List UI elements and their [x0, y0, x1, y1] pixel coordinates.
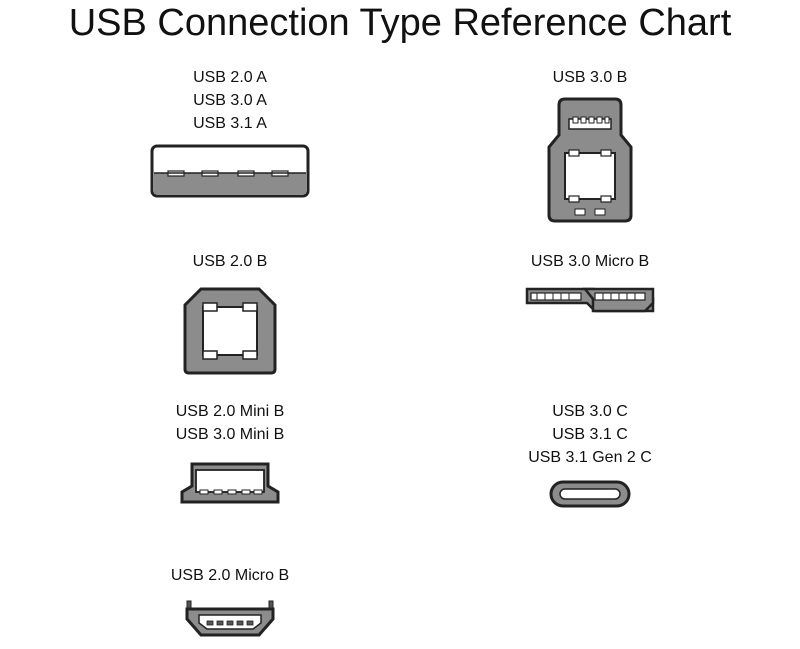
connector-label: USB 2.0 A: [193, 69, 267, 86]
usb20-micro-b-cell: USB 2.0 Micro B: [130, 564, 330, 639]
connector-label: USB 3.1 Gen 2 C: [528, 449, 652, 466]
connector-label: USB 2.0 B: [192, 253, 268, 270]
chart-title: USB Connection Type Reference Chart: [68, 2, 732, 44]
connector-label: USB 3.1 C: [552, 426, 628, 443]
usb20-micro-b-labels: USB 2.0 Micro B: [130, 564, 330, 587]
mini-b-connector-icon: [180, 462, 280, 504]
usb-a-labels: USB 2.0 A USB 3.0 A USB 3.1 A: [130, 66, 330, 135]
usb20-b-connector-icon: [183, 287, 277, 375]
usb20-b-cell: USB 2.0 B: [130, 250, 330, 377]
usb-a-connector-icon: [150, 144, 310, 198]
connector-label: USB 2.0 Mini B: [175, 403, 285, 420]
usb-a-cell: USB 2.0 A USB 3.0 A USB 3.1 A: [130, 66, 330, 201]
connector-label: USB 2.0 Micro B: [170, 567, 290, 584]
connector-label: USB 3.0 C: [552, 403, 628, 420]
usb30-b-connector-icon: [547, 97, 633, 223]
connector-label: USB 3.1 A: [193, 115, 267, 132]
connector-label: USB 3.0 A: [193, 92, 267, 109]
connector-label: USB 3.0 Mini B: [175, 426, 285, 443]
usb30-micro-b-labels: USB 3.0 Micro B: [490, 250, 690, 273]
usb-c-connector-icon: [549, 480, 631, 508]
usb20-b-labels: USB 2.0 B: [130, 250, 330, 273]
mini-b-cell: USB 2.0 Mini B USB 3.0 Mini B: [130, 400, 330, 506]
mini-b-labels: USB 2.0 Mini B USB 3.0 Mini B: [130, 400, 330, 446]
connector-label: USB 3.0 B: [552, 69, 628, 86]
usb30-b-labels: USB 3.0 B: [490, 66, 690, 89]
usb-c-labels: USB 3.0 C USB 3.1 C USB 3.1 Gen 2 C: [490, 400, 690, 469]
usb-c-cell: USB 3.0 C USB 3.1 C USB 3.1 Gen 2 C: [490, 400, 690, 509]
usb20-micro-b-connector-icon: [185, 600, 275, 637]
connector-label: USB 3.0 Micro B: [530, 253, 650, 270]
usb30-micro-b-cell: USB 3.0 Micro B: [490, 250, 690, 315]
usb30-micro-b-connector-icon: [525, 287, 655, 313]
usb30-b-cell: USB 3.0 B: [490, 66, 690, 225]
